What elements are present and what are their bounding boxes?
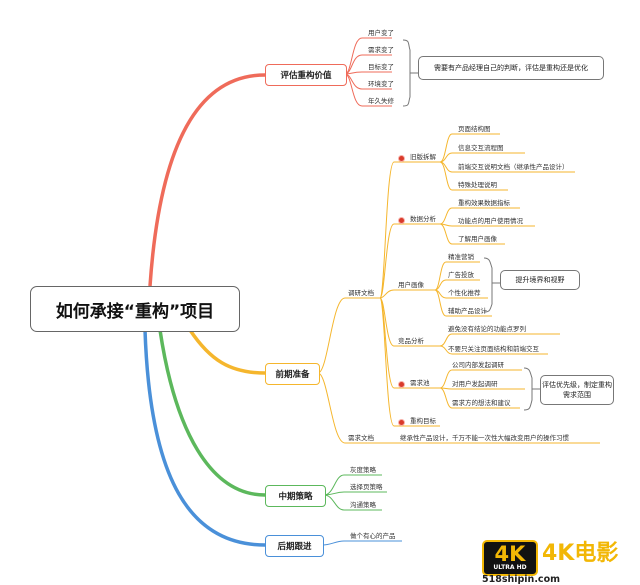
- branch-mid: 中期策略: [265, 485, 326, 507]
- user-profile-item: 个性化推荐: [448, 289, 481, 297]
- demand-doc-label: 需求文档: [348, 434, 374, 442]
- mid-item: 沟通策略: [350, 501, 376, 509]
- 4k-badge: 4K ULTRA HD: [482, 540, 538, 576]
- research-doc-label: 调研文档: [348, 289, 374, 297]
- root-topic: 如何承接“重构”项目: [30, 286, 240, 332]
- data-analysis-item: 了解用户画像: [458, 235, 497, 243]
- demand-pool-item: 对用户发起调研: [452, 380, 498, 388]
- data-analysis-item: 功能点的用户使用情况: [458, 217, 523, 225]
- priority-icon: [398, 155, 405, 162]
- demand-doc-text: 继承性产品设计，千万不能一次性大幅改变用户的操作习惯: [400, 434, 569, 442]
- demand-pool-label: 需求池: [410, 379, 430, 387]
- branch-prep: 前期准备: [265, 363, 320, 385]
- evaluate-item: 用户变了: [368, 29, 394, 37]
- old-version-item: 特殊处理说明: [458, 181, 497, 189]
- old-version-item: 信息交互流程图: [458, 144, 504, 152]
- user-profile-item: 精准营销: [448, 253, 474, 261]
- evaluate-note: 需要有产品经理自己的判断，评估是重构还是优化: [418, 56, 604, 80]
- branch-evaluate: 评估重构价值: [265, 64, 347, 86]
- evaluate-item: 需求变了: [368, 46, 394, 54]
- refactor-target-label: 重构目标: [410, 417, 436, 425]
- branch-late: 后期跟进: [265, 535, 324, 557]
- user-profile-label: 用户画像: [398, 281, 424, 289]
- old-version-label: 旧版拆解: [410, 153, 436, 161]
- user-profile-note: 提升境界和视野: [500, 270, 580, 290]
- user-profile-item: 辅助产品设计: [448, 307, 487, 315]
- evaluate-item: 年久失修: [368, 97, 394, 105]
- old-version-item: 页面结构图: [458, 125, 491, 133]
- competitor-label: 竞品分析: [398, 337, 424, 345]
- old-version-item: 前端交互说明文档（继承性产品设计）: [458, 163, 569, 171]
- priority-icon: [398, 419, 405, 426]
- data-analysis-label: 数据分析: [410, 215, 436, 223]
- evaluate-item: 目标变了: [368, 63, 394, 71]
- competitor-item: 避免没有结论的功能点罗列: [448, 325, 526, 333]
- badge-sub: ULTRA HD: [493, 564, 527, 571]
- mid-item: 选择页策略: [350, 483, 383, 491]
- late-item: 做个有心的产品: [350, 532, 396, 540]
- demand-pool-note: 评估优先级，制定重构需求范围: [540, 375, 614, 405]
- mid-item: 灰度策略: [350, 466, 376, 474]
- competitor-item: 不要只关注页面结构和前端交互: [448, 345, 539, 353]
- watermark-url: 518shipin.com: [482, 574, 560, 585]
- evaluate-item: 环境变了: [368, 80, 394, 88]
- priority-icon: [398, 381, 405, 388]
- priority-icon: [398, 217, 405, 224]
- data-analysis-item: 重构效果数据指标: [458, 199, 510, 207]
- watermark-logo: 4K ULTRA HD 4K电影 518shipin.com: [474, 538, 640, 585]
- brand-text: 4K电影: [542, 541, 619, 566]
- badge-text: 4K: [494, 542, 526, 566]
- demand-pool-item: 公司内部发起调研: [452, 361, 504, 369]
- user-profile-item: 广告投放: [448, 271, 474, 279]
- demand-pool-item: 需求方的想法和建议: [452, 399, 511, 407]
